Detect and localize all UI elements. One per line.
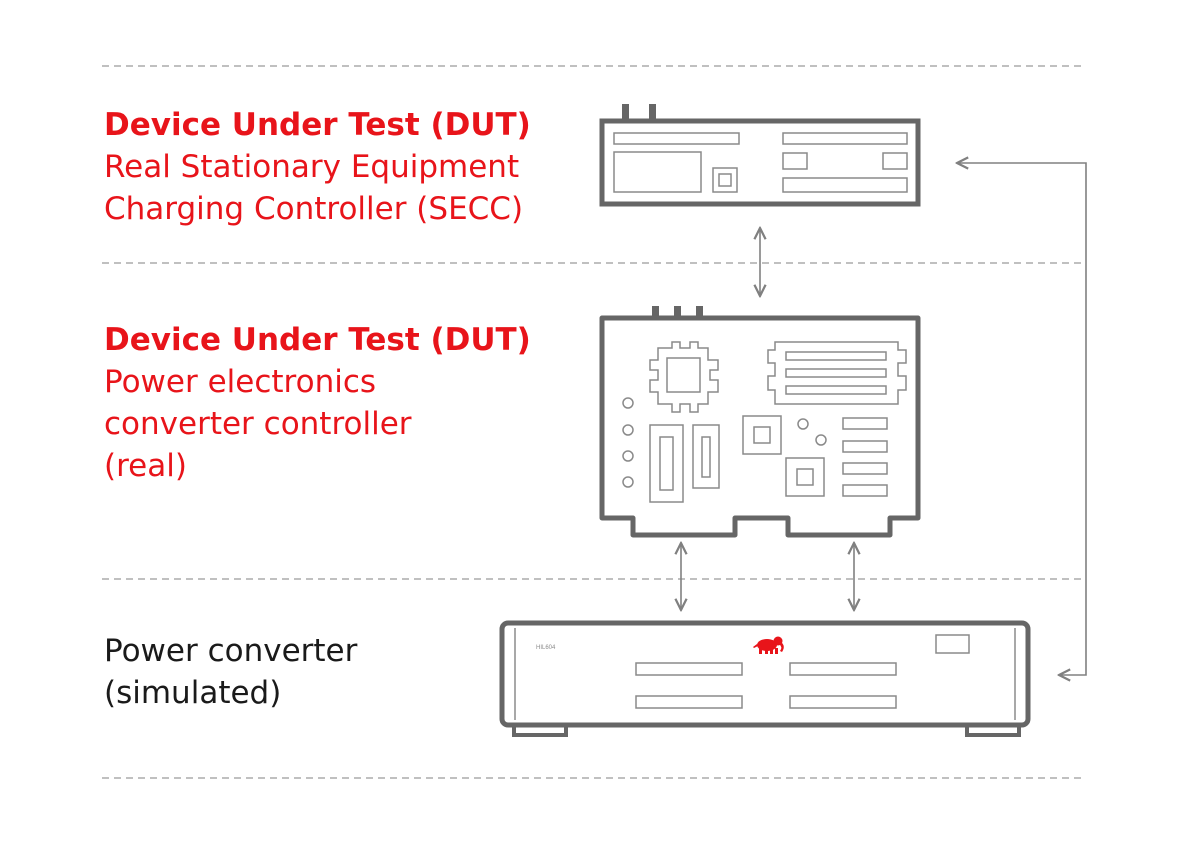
section-converter-line-2: (simulated) [104,675,282,711]
section-controller-label: Device Under Test (DUT) Power electronic… [104,319,531,487]
section-controller-line-2: converter controller [104,406,412,442]
section-secc-line-1: Real Stationary Equipment [104,149,520,185]
section-controller-line-1: Power electronics [104,364,377,400]
hil-simulator-icon: HIL604 [499,620,1031,737]
connection-arrows [681,163,1087,675]
section-secc-title: Device Under Test (DUT) [104,107,531,143]
secc-device-icon [599,104,921,207]
section-secc-label: Device Under Test (DUT) Real Stationary … [104,104,531,230]
section-converter-label: Power converter (simulated) [104,630,357,714]
controller-board-icon [599,306,921,538]
section-controller-line-3: (real) [104,448,187,484]
section-controller-title: Device Under Test (DUT) [104,322,531,358]
arrow-hil-secc-feedback [957,163,1087,675]
elephant-logo-icon [753,636,784,654]
section-secc-line-2: Charging Controller (SECC) [104,191,524,227]
hil-model-label: HIL604 [536,645,556,651]
section-dividers [102,65,1086,779]
section-converter-line-1: Power converter [104,633,358,669]
